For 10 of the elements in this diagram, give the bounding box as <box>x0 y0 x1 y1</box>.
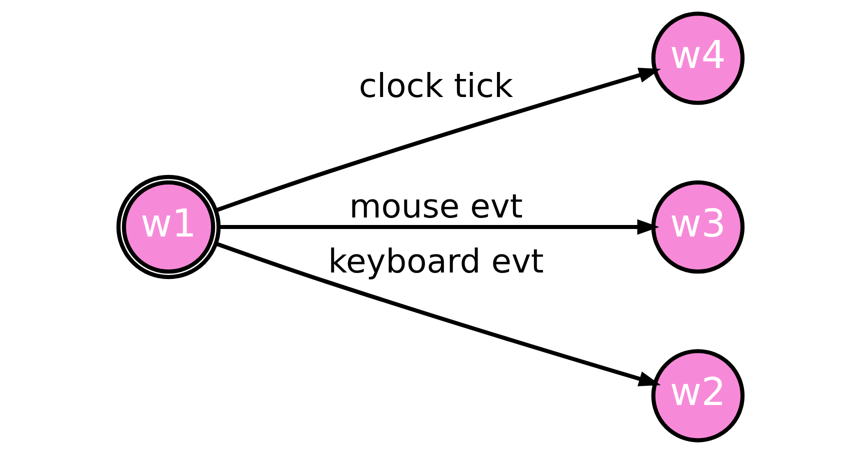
arrow <box>215 242 661 386</box>
edge-label: mouse evt <box>349 186 523 226</box>
node-circle: w3 <box>651 180 745 274</box>
node-circle: w2 <box>651 349 745 442</box>
node-circle: w4 <box>651 12 745 105</box>
arrow <box>219 219 660 235</box>
arrow <box>215 68 661 212</box>
node-circle: w1 <box>116 174 221 280</box>
edge-label: clock tick <box>358 66 514 105</box>
edge-label: keyboard evt <box>328 242 544 281</box>
